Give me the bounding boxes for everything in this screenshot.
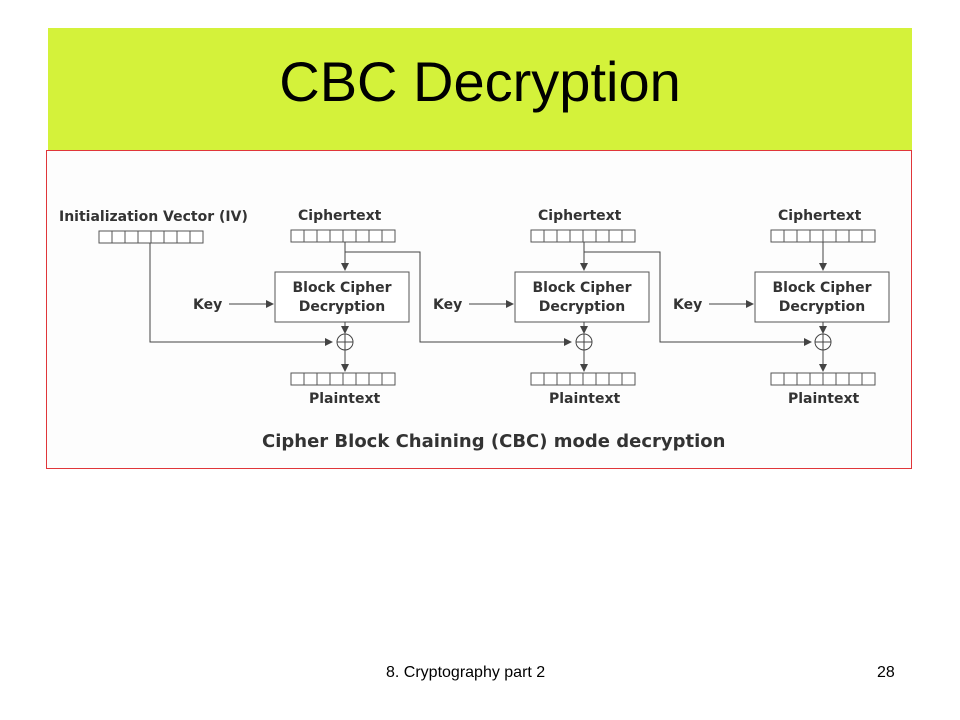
block-cipher-box [274,271,410,323]
key-label: Key [433,297,462,313]
ciphertext-register [290,229,396,243]
block-cipher-label: Block Cipher [292,280,391,296]
xor-icon [814,333,832,351]
stage-1: Ciphertext Block Cipher Decryption Key [193,208,410,407]
slide-footer: 8. Cryptography part 2 [386,664,546,681]
iv-register [98,230,204,244]
decryption-label: Decryption [779,299,866,315]
chain-arrow-2 [584,251,812,346]
ciphertext-register [770,229,876,243]
iv-arrow [149,243,333,346]
key-label: Key [673,297,702,313]
block-cipher-box [754,271,890,323]
page-number: 28 [877,664,895,681]
key-label: Key [193,297,222,313]
decryption-label: Decryption [539,299,626,315]
cbc-decryption-diagram: Initialization Vector (IV) Ciphertext Bl… [59,208,890,452]
chain-arrow-1 [345,251,572,346]
ciphertext-label: Ciphertext [298,208,382,224]
plaintext-label: Plaintext [788,391,859,407]
cbc-diagram-frame: Initialization Vector (IV) Ciphertext Bl… [46,150,912,469]
plaintext-label: Plaintext [549,391,620,407]
iv-label: Initialization Vector (IV) [59,209,248,225]
stage-3: Ciphertext Block Cipher Decryption Key [673,208,890,407]
xor-icon [575,333,593,351]
ciphertext-label: Ciphertext [538,208,622,224]
slide-title: CBC Decryption [279,50,681,113]
block-cipher-label: Block Cipher [532,280,631,296]
block-cipher-label: Block Cipher [772,280,871,296]
plaintext-label: Plaintext [309,391,380,407]
plaintext-register [770,372,876,386]
xor-icon [336,333,354,351]
stage-2: Ciphertext Block Cipher Decryption Key [433,208,650,407]
diagram-caption: Cipher Block Chaining (CBC) mode decrypt… [262,431,725,452]
ciphertext-register [530,229,636,243]
ciphertext-label: Ciphertext [778,208,862,224]
plaintext-register [290,372,396,386]
decryption-label: Decryption [299,299,386,315]
title-bar [48,28,912,150]
plaintext-register [530,372,636,386]
block-cipher-box [514,271,650,323]
